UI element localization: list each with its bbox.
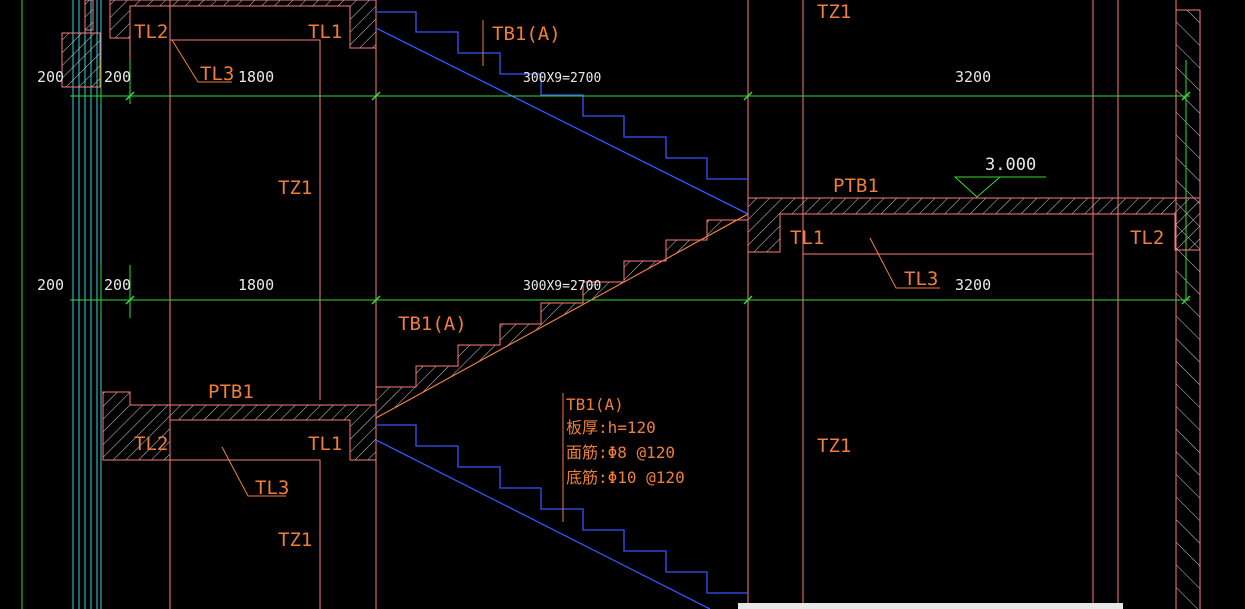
note-bottom-rebar: 底筋:Φ10 @120 [566, 468, 685, 487]
label-tl3-low: TL3 [255, 477, 289, 499]
label-tz1-low-right: TZ1 [817, 435, 851, 457]
label-tl1-top: TL1 [308, 21, 342, 43]
left-wall [21, 0, 102, 609]
label-tl3-mid-right: TL3 [904, 268, 938, 290]
dimension-text: 200 200 1800 300X9=2700 3200 200 200 180… [37, 68, 1036, 294]
dim-row1-200a: 200 [37, 68, 64, 86]
label-tz1-top-right: TZ1 [817, 1, 851, 23]
label-tz1-low-left: TZ1 [278, 529, 312, 551]
label-tb1-top: TB1(A) [492, 23, 561, 45]
dim-row1-stair: 300X9=2700 [523, 71, 601, 86]
dim-row1-3200: 3200 [955, 68, 991, 86]
note-title: TB1(A) [566, 395, 624, 414]
dim-row2-200b: 200 [104, 276, 131, 294]
slab-note: TB1(A) 板厚:h=120 面筋:Φ8 @120 底筋:Φ10 @120 [566, 395, 685, 487]
label-tz1-mid-left: TZ1 [278, 177, 312, 199]
dim-row1-1800: 1800 [238, 68, 274, 86]
elevation-marker [953, 176, 1046, 198]
labels: TL2 TL1 TL3 TZ1 TB1(A) TZ1 PTB1 TL1 TL2 … [134, 1, 1164, 551]
label-tl2-top: TL2 [134, 21, 168, 43]
label-tl1-low: TL1 [308, 433, 342, 455]
dimension-row-2 [70, 265, 1191, 318]
dim-row2-200a: 200 [37, 276, 64, 294]
top-left-beams [109, 0, 377, 400]
dim-row1-200b: 200 [104, 68, 131, 86]
dim-row2-3200: 3200 [955, 276, 991, 294]
stair-flight-middle [375, 213, 749, 419]
label-tb1-mid: TB1(A) [398, 313, 467, 335]
dim-row2-stair: 300X9=2700 [523, 279, 601, 294]
label-tl2-mid-right: TL2 [1130, 227, 1164, 249]
label-ptb1-right: PTB1 [833, 175, 879, 197]
dimension-row-1 [70, 60, 1191, 104]
dim-row2-1800: 1800 [238, 276, 274, 294]
leader-lines [171, 20, 940, 522]
low-left-landing [102, 391, 377, 609]
label-ptb1-left: PTB1 [208, 381, 254, 403]
stair-flight-lower [375, 424, 748, 609]
stair-flight-upper [375, 11, 749, 215]
right-wall [1175, 9, 1201, 609]
note-thickness: 板厚:h=120 [566, 418, 656, 437]
label-tl2-low: TL2 [134, 433, 168, 455]
label-tl1-mid-right: TL1 [790, 227, 824, 249]
note-top-rebar: 面筋:Φ8 @120 [566, 443, 675, 462]
elevation-value: 3.000 [985, 155, 1036, 175]
label-tl3-top: TL3 [200, 63, 234, 85]
bottom-strip [738, 603, 1123, 609]
mid-right-landing [747, 197, 1201, 609]
column-lines [169, 0, 1177, 609]
